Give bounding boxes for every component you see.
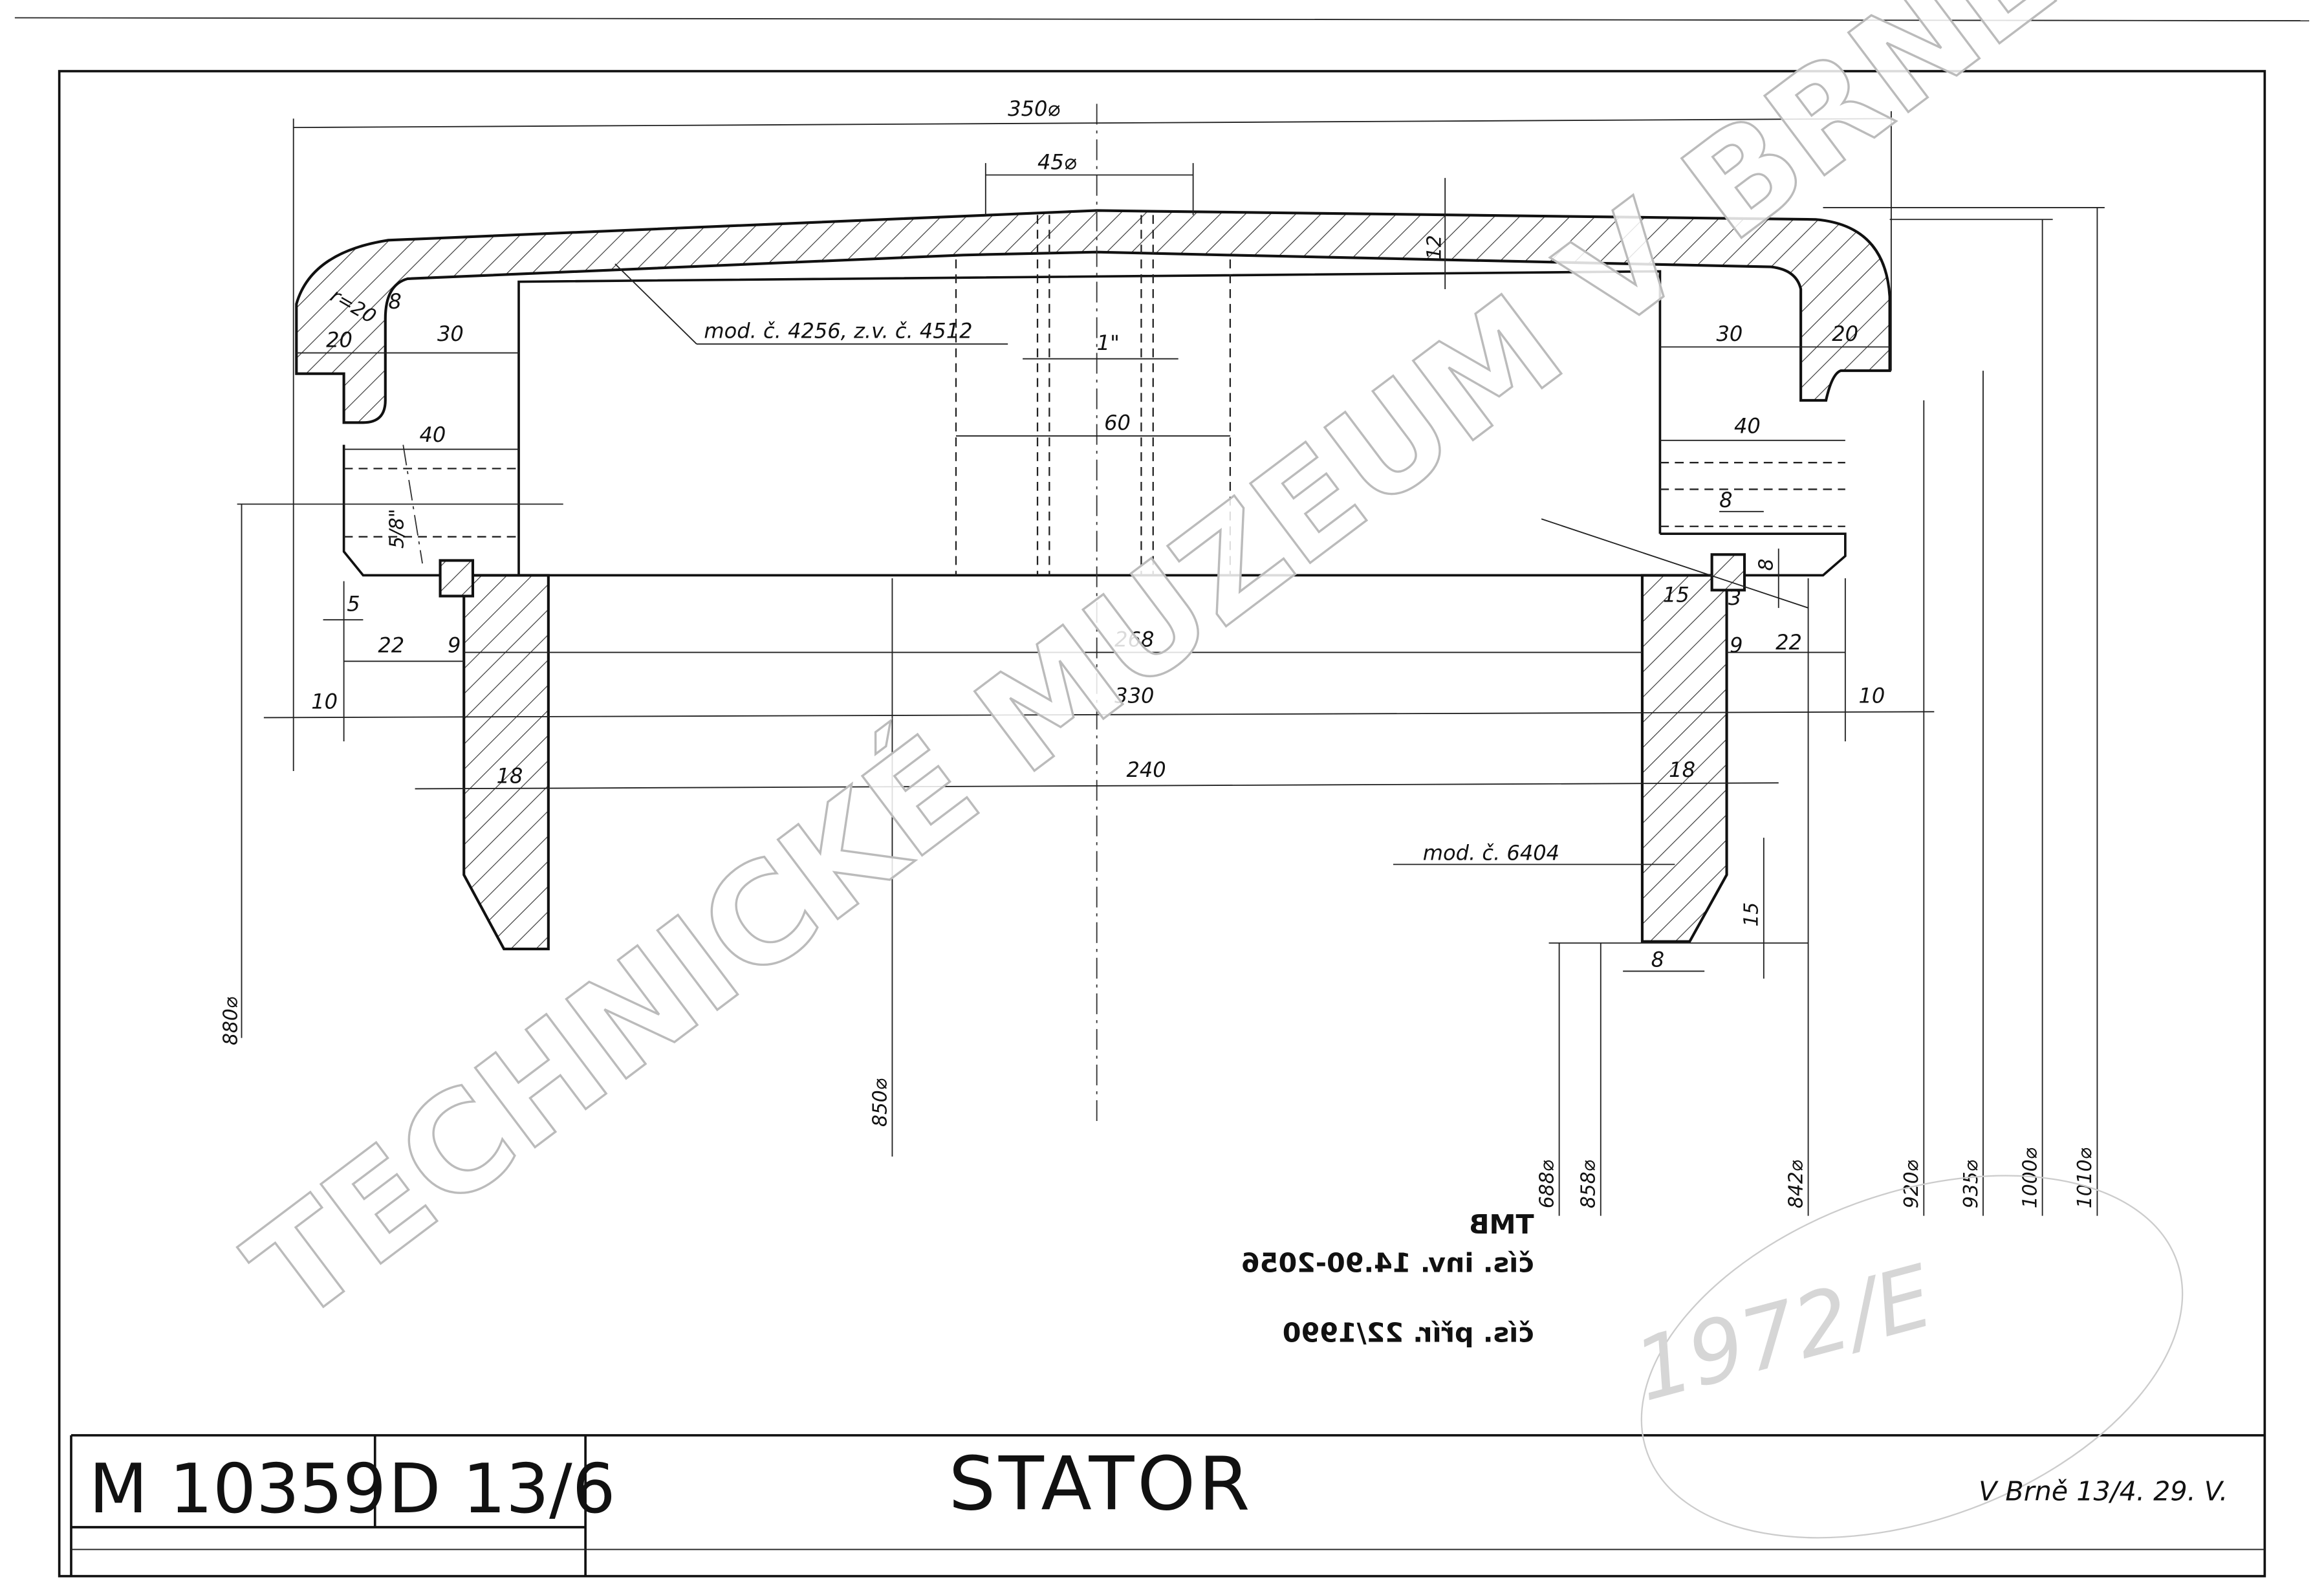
dim-22-right: 22: [1776, 630, 1802, 655]
dim-5-8in: 5/8": [386, 508, 408, 549]
dimension-labels: 350⌀ 45⌀ 12 r=20 8 20 30 mod. č. 4256, z…: [220, 96, 2097, 1208]
ring-sections: [439, 553, 1746, 951]
dim-920: 920⌀: [1900, 1160, 1923, 1208]
dim-30-left: 30: [437, 321, 464, 346]
dim-1000: 1000⌀: [2019, 1147, 2041, 1208]
dim-5: 5: [347, 591, 360, 616]
dim-18-left: 18: [497, 763, 523, 788]
model-note-top: mod. č. 4256, z.v. č. 4512: [704, 319, 972, 343]
dim-880: 880⌀: [220, 997, 243, 1045]
dim-268: 268: [1114, 627, 1154, 651]
dimension-lines: [237, 111, 2105, 1216]
dim-30-right: 30: [1717, 321, 1743, 346]
model-note-bottom: mod. č. 6404: [1423, 840, 1559, 865]
drawing-title: STATOR: [949, 1441, 1254, 1527]
dim-8b: 8: [1719, 488, 1732, 512]
dim-15b: 15: [1741, 902, 1763, 927]
dim-935: 935⌀: [1960, 1160, 1982, 1208]
dim-20-left: 20: [326, 327, 353, 352]
dim-8c: 8: [1755, 559, 1778, 571]
dim-240: 240: [1127, 757, 1166, 782]
dim-330: 330: [1114, 684, 1154, 708]
dim-10-left: 10: [311, 690, 338, 714]
format-code: D 13/6: [388, 1449, 615, 1528]
dim-18-right: 18: [1669, 757, 1695, 782]
dim-22-left: 22: [378, 633, 404, 658]
drawing-number: M 10359: [89, 1449, 386, 1528]
dim-1in: 1": [1097, 331, 1120, 355]
dim-850: 850⌀: [869, 1078, 891, 1127]
dim-1010: 1010⌀: [2074, 1147, 2096, 1208]
dim-40-left: 40: [419, 422, 446, 447]
stamp-inventory: čís. inv. 14.90-2056: [1241, 1248, 1534, 1279]
dim-10-right: 10: [1858, 684, 1885, 708]
dim-12: 12: [1423, 235, 1446, 259]
drawing-frame: [14, 17, 2310, 1578]
stamp-org: TMB: [1469, 1209, 1534, 1240]
stamp-accession: čís. přír. 22/1990: [1283, 1317, 1534, 1348]
dim-8d: 8: [1651, 948, 1664, 972]
mirrored-stamp: TMB čís. inv. 14.90-2056 čís. přír. 22/1…: [1241, 1209, 1534, 1348]
dim-40-right: 40: [1734, 413, 1761, 438]
dim-350: 350⌀: [1008, 96, 1060, 121]
dim-45: 45⌀: [1037, 149, 1077, 174]
dim-60: 60: [1104, 411, 1131, 435]
dim-9-right: 9: [1730, 633, 1743, 658]
dim-3: 3: [1728, 585, 1741, 610]
dim-9-left: 9: [448, 633, 461, 658]
dim-842: 842⌀: [1785, 1160, 1807, 1208]
dim-8a: 8: [388, 289, 401, 314]
signature: V Brně 13/4. 29. V.: [1979, 1476, 2228, 1507]
dim-688: 688⌀: [1536, 1160, 1558, 1208]
title-block: M 10359 D 13/6 STATOR V Brně 13/4. 29. V…: [89, 1441, 2228, 1528]
dim-20-right: 20: [1832, 321, 1858, 346]
dim-15a: 15: [1663, 583, 1689, 607]
dim-858: 858⌀: [1578, 1160, 1600, 1208]
stator-cap-section: [295, 103, 1891, 1127]
